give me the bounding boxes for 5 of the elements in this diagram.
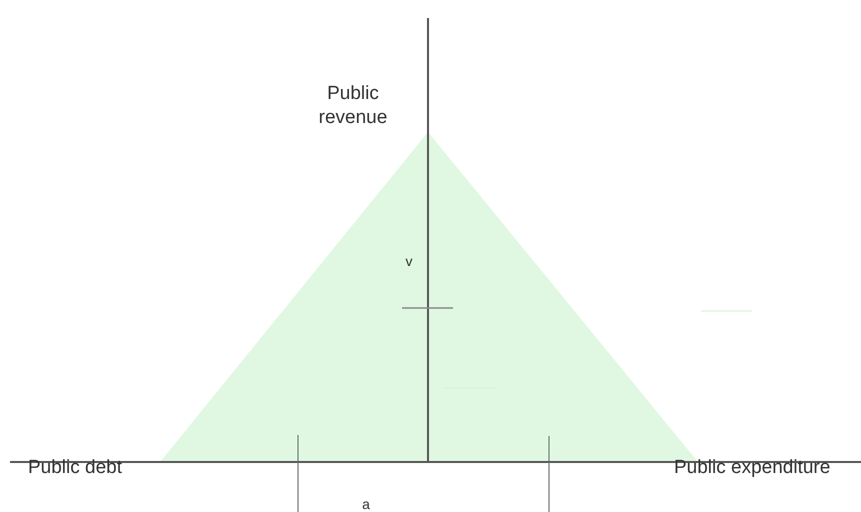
axis-label: Public expenditure <box>674 456 832 480</box>
axis-label: v <box>404 253 414 270</box>
axis-label: Public revenue <box>318 82 388 130</box>
axis-label: Public debt <box>28 456 124 480</box>
axis-label: a <box>361 496 371 512</box>
